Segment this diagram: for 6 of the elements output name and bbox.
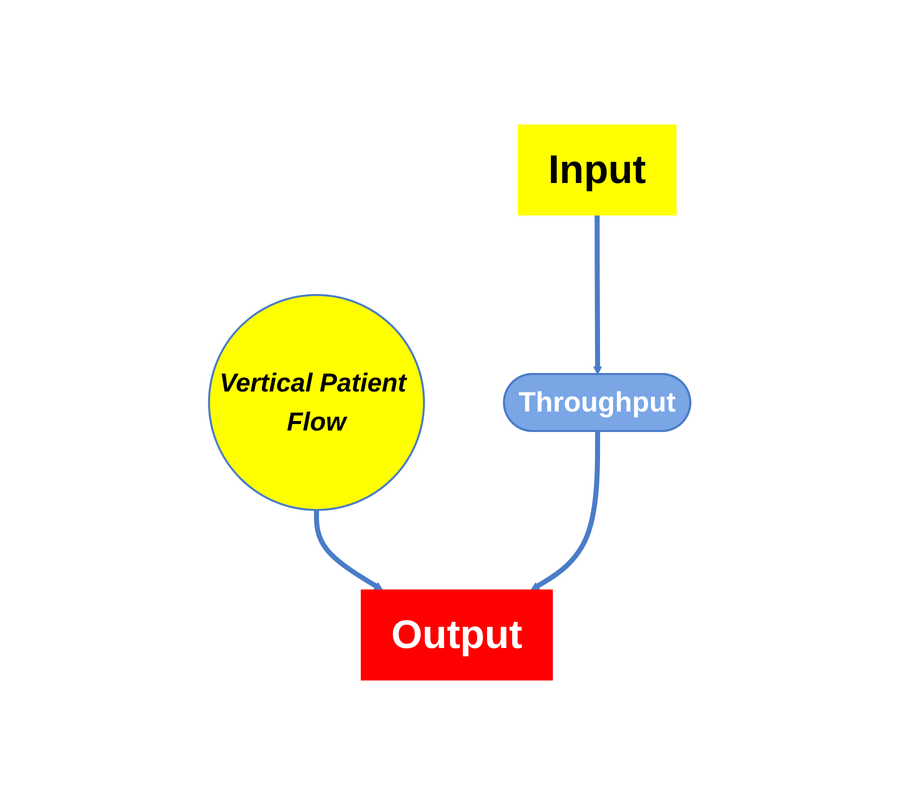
arrow [531, 430, 600, 590]
node-box: Input [518, 124, 677, 215]
node-box: Output [361, 588, 554, 680]
arrow [314, 510, 384, 590]
node-circle: Vertical Patient Flow [208, 294, 426, 510]
arrow [594, 214, 602, 374]
